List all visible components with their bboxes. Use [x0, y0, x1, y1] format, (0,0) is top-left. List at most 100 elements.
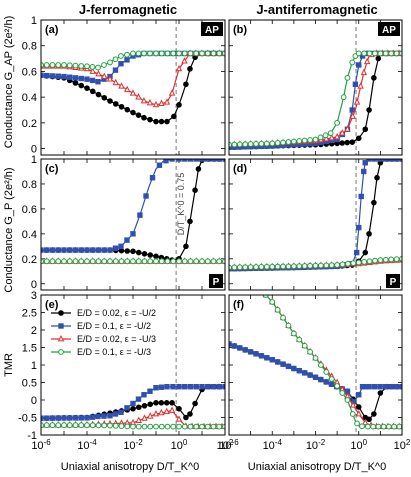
data-point [193, 383, 199, 390]
data-point [349, 139, 356, 145]
legend-marker [57, 334, 65, 342]
panel-label: (d) [233, 163, 247, 175]
data-point [49, 73, 56, 79]
data-point [135, 423, 142, 430]
data-point [135, 93, 142, 100]
data-point [269, 299, 276, 305]
data-point [95, 79, 101, 85]
data-point [147, 412, 154, 419]
panel-d: (d)P [228, 158, 403, 291]
data-point [41, 258, 44, 265]
data-point [72, 247, 79, 253]
data-point [328, 262, 335, 269]
data-point [101, 72, 108, 79]
data-point [231, 141, 238, 148]
data-point [129, 89, 137, 96]
data-point [280, 139, 286, 146]
data-point [355, 50, 362, 57]
data-point [181, 258, 188, 265]
data-point [339, 261, 346, 268]
data-point [374, 174, 380, 181]
data-point [187, 66, 193, 72]
data-point [84, 415, 90, 421]
data-point [359, 423, 365, 430]
data-point [164, 50, 171, 57]
data-point [371, 383, 378, 390]
data-point [176, 423, 182, 430]
data-point [135, 112, 142, 118]
y-tick-label: 3 [31, 290, 37, 302]
data-point [353, 249, 360, 256]
y-tick-label: 1 [31, 15, 37, 27]
data-point [349, 107, 355, 113]
y-tick-label: 0.6 [22, 204, 37, 216]
data-point [242, 347, 248, 353]
data-point [43, 258, 50, 265]
data-point [55, 258, 62, 265]
data-point [312, 374, 319, 380]
data-point [61, 247, 67, 253]
data-point [375, 423, 382, 430]
plot-frame [40, 158, 226, 291]
series-b-0 [229, 50, 402, 151]
data-point [84, 76, 90, 82]
data-point [90, 247, 96, 253]
data-point [107, 98, 113, 104]
data-point [349, 411, 356, 417]
annotation-dk: D/T_K^0 = 0.75 [176, 173, 186, 236]
data-point [253, 264, 259, 270]
data-point [274, 140, 281, 146]
data-point [101, 422, 108, 429]
data-point [112, 258, 119, 265]
data-point [101, 62, 107, 68]
data-point [399, 50, 402, 57]
column-title-right: J-antiferromagnetic [256, 2, 377, 17]
data-point [112, 56, 119, 63]
data-point [361, 50, 368, 57]
x-tick-label: 10-2 [123, 438, 143, 452]
data-point [175, 415, 183, 422]
series-d-0 [229, 159, 402, 272]
series-e-3 [41, 422, 225, 430]
data-point [72, 415, 79, 421]
data-point [356, 224, 362, 231]
legend-marker [58, 310, 64, 316]
data-point [130, 231, 136, 237]
data-point [95, 258, 102, 265]
series-a-0 [41, 50, 225, 125]
series-line [41, 159, 225, 261]
x-tick-label: 10-6 [31, 438, 51, 452]
data-point [176, 258, 182, 265]
data-point [124, 258, 131, 265]
data-point [158, 399, 165, 406]
data-point [149, 175, 156, 181]
y-tick-label: 1.5 [22, 343, 37, 355]
ylabel-middle: Conductance G_P (2e²/h) [3, 167, 15, 292]
data-point [285, 139, 292, 145]
data-point [372, 50, 378, 57]
data-point [141, 50, 147, 57]
data-point [328, 376, 335, 382]
data-point [210, 383, 217, 390]
data-point [78, 258, 85, 265]
data-point [269, 140, 276, 147]
badge-text: AP [205, 25, 219, 36]
data-point [170, 423, 177, 430]
data-point [141, 402, 148, 409]
data-point [216, 50, 223, 57]
legend: E/D = 0.02, ε = -U/2E/D = 0.1, ε = -U/2E… [51, 308, 156, 357]
data-point [147, 258, 154, 265]
data-point [307, 372, 313, 378]
data-point [362, 249, 369, 256]
data-point [95, 91, 102, 98]
data-point [318, 262, 324, 269]
y-tick-label: -0.5 [18, 413, 37, 425]
data-point [366, 258, 373, 265]
data-point [328, 133, 335, 141]
series-b-2 [229, 49, 402, 148]
data-point [112, 411, 119, 417]
data-point [362, 160, 368, 166]
data-point [296, 138, 303, 144]
data-point [393, 383, 400, 390]
data-point [101, 94, 108, 101]
